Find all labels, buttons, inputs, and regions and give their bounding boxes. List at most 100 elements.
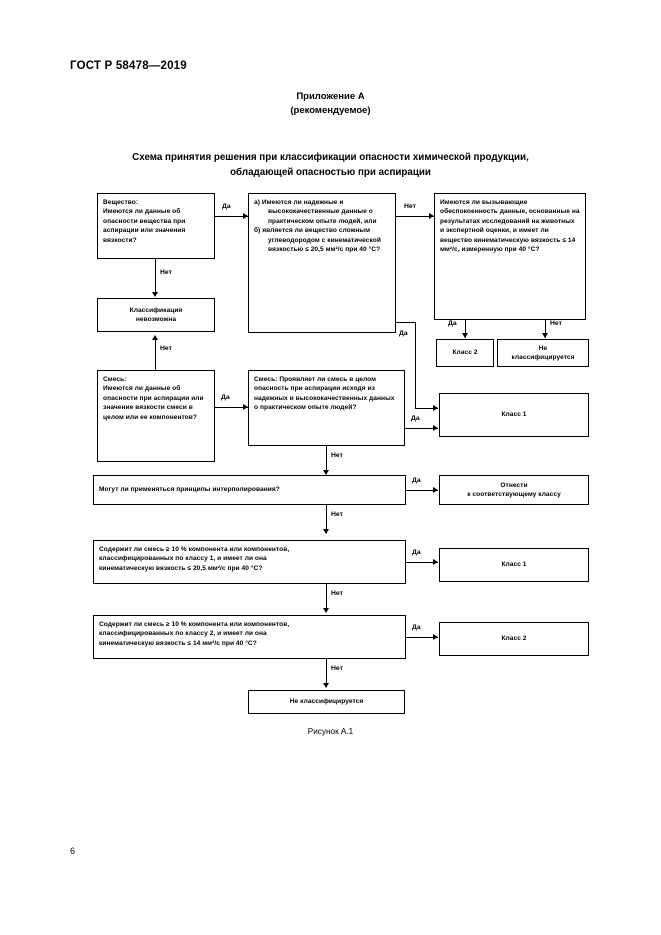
annex-heading: Приложение А (рекомендуемое) — [0, 90, 661, 118]
node-not-classified-bottom-text: Не классифицируется — [289, 698, 364, 706]
node-class-2-top-text: Класс 2 — [452, 349, 478, 357]
node-assign-to-class-line-2: к соответствующему классу — [467, 491, 561, 498]
node-mixture-data-heading: Смесь: — [103, 376, 127, 383]
edge-mixture-human-yes-arrow — [433, 424, 438, 431]
edge-reliable-yes-stub — [396, 322, 416, 324]
edge-animal-yes-line — [465, 320, 467, 338]
figure-caption: Рисунок А.1 — [307, 727, 354, 736]
node-contains-class-2-line-3: кинематическую вязкость ≤ 14 мм²/с при 4… — [99, 639, 257, 647]
edge-animal-yes-arrow — [461, 333, 468, 338]
edge-substance-no-arrow — [151, 292, 158, 297]
edge-label-mixture-human-no: Нет — [331, 452, 343, 459]
edge-mixture-yes-line — [215, 407, 248, 409]
edge-animal-no-line — [545, 320, 547, 338]
scheme-title-line-1: Схема принятия решения при классификации… — [132, 152, 529, 163]
edge-mixture-human-no-line — [326, 446, 328, 474]
edge-class2-no-line — [326, 659, 328, 687]
node-mixture-data: Смесь: Имеются ли данные об опасности пр… — [97, 370, 215, 462]
node-contains-class-1-line-3: кинематическую вязкость ≤ 20,5 мм²/с при… — [99, 564, 263, 572]
edge-label-class2-no: Нет — [331, 665, 343, 672]
standard-designation: ГОСТ Р 58478—2019 — [70, 60, 187, 72]
scheme-title: Схема принятия решения при классификации… — [80, 150, 581, 180]
edge-bridging-yes-line — [406, 490, 438, 492]
edge-label-animal-yes: Да — [448, 320, 457, 327]
edge-label-substance-yes: Да — [222, 203, 231, 210]
edge-mixture-no-arrow — [151, 335, 158, 340]
node-substance-data: Вещество: Имеются ли данные об опасности… — [97, 193, 215, 259]
annex-label: Приложение А — [296, 91, 365, 102]
node-class-1-upper-text: Класс 1 — [501, 411, 527, 419]
edge-label-mixture-up-no: Нет — [160, 345, 172, 352]
edge-label-reliable-yes: Да — [399, 330, 408, 337]
node-class-1-lower-text: Класс 1 — [501, 561, 527, 569]
edge-class2-no-arrow — [322, 683, 329, 688]
edge-class1-yes-arrow — [433, 558, 438, 565]
node-contains-class-1-line-1: Содержит ли смесь ≥ 10 % компонента или … — [99, 546, 290, 553]
node-classification-impossible-line-2: невозможна — [135, 316, 177, 323]
edge-substance-no-line — [155, 259, 157, 296]
edge-bridging-no-line — [326, 505, 328, 533]
node-contains-class-2: Содержит ли смесь ≥ 10 % компонента или … — [93, 615, 406, 659]
edge-substance-yes-line — [215, 216, 248, 218]
node-not-classified-top-line-1: Не — [538, 344, 548, 352]
edge-reliable-yes-vline — [415, 322, 417, 409]
node-reliable-option-a: а) Имеются ли надежные и высококачествен… — [254, 199, 377, 225]
node-bridging-principles-text: Могут ли применяться принципы интерполир… — [99, 486, 280, 494]
edge-label-class1-yes: Да — [412, 549, 421, 556]
edge-class1-yes-line — [406, 562, 438, 564]
edge-reliable-yes-hline — [415, 408, 438, 410]
node-substance-data-heading: Вещество: — [103, 199, 139, 206]
node-assign-to-class-line-1: Отнести — [500, 481, 528, 489]
edge-label-class1-no: Нет — [331, 590, 343, 597]
edge-reliable-no-line — [396, 216, 434, 218]
node-mixture-human-experience-text: Смесь: Проявляет ли смесь в целом опасно… — [254, 376, 395, 412]
node-substance-data-text: Имеются ли данные об опасности вещества … — [103, 208, 186, 244]
scheme-title-line-2: обладающей опасностью при аспирации — [230, 167, 431, 178]
node-class-2-top: Класс 2 — [436, 339, 494, 367]
edge-bridging-yes-arrow — [433, 486, 438, 493]
page-number: 6 — [70, 846, 76, 856]
node-contains-class-1-line-2: классифицированных по классу 1, и имеет … — [99, 555, 267, 563]
node-contains-class-1: Содержит ли смесь ≥ 10 % компонента или … — [93, 540, 406, 584]
edge-class1-no-line — [326, 584, 328, 612]
edge-label-bridging-yes: Да — [412, 477, 421, 484]
annex-kind: (рекомендуемое) — [290, 105, 371, 116]
node-reliable-option-b: б) является ли вещество сложным углеводо… — [254, 227, 381, 254]
node-classification-impossible-line-1: Классификация — [129, 306, 183, 314]
node-class-1-upper: Класс 1 — [439, 393, 589, 437]
edge-animal-no-arrow — [541, 333, 548, 338]
node-reliable-or-hydrocarbon: а) Имеются ли надежные и высококачествен… — [248, 193, 396, 333]
edge-class1-no-arrow — [322, 608, 329, 613]
edge-label-mixture-yes: Да — [221, 394, 230, 401]
edge-label-mixture-human-yes: Да — [411, 415, 420, 422]
node-class-1-lower: Класс 1 — [439, 548, 589, 582]
node-class-2-lower-text: Класс 2 — [501, 635, 527, 643]
edge-reliable-no-arrow — [429, 212, 434, 219]
edge-mixture-no-line — [155, 340, 157, 371]
edge-label-reliable-no: Нет — [404, 203, 416, 210]
node-not-classified-top: Не классифицируется — [497, 339, 589, 367]
node-mixture-data-text: Имеются ли данные об опасности при аспир… — [103, 385, 204, 421]
edge-label-substance-no: Нет — [160, 269, 172, 276]
node-class-2-lower: Класс 2 — [439, 622, 589, 656]
node-animal-studies: Имеются ли вызывающие обеспокоенность да… — [434, 193, 586, 320]
node-classification-impossible: Классификация невозможна — [97, 298, 215, 332]
node-not-classified-bottom: Не классифицируется — [248, 690, 405, 714]
node-not-classified-top-line-2: классифицируется — [511, 354, 575, 361]
edge-bridging-no-arrow — [322, 529, 329, 534]
edge-class2-yes-line — [406, 637, 438, 639]
edge-label-animal-no: Нет — [550, 320, 562, 327]
edge-mixture-yes-arrow — [243, 403, 248, 410]
edge-label-bridging-no: Нет — [331, 511, 343, 518]
node-contains-class-2-line-1: Содержит ли смесь ≥ 10 % компонента или … — [99, 621, 290, 628]
node-assign-to-class: Отнести к соответствующему классу — [439, 475, 589, 505]
node-mixture-human-experience: Смесь: Проявляет ли смесь в целом опасно… — [248, 370, 405, 446]
node-animal-studies-text: Имеются ли вызывающие обеспокоенность да… — [440, 199, 580, 254]
edge-class2-yes-arrow — [433, 633, 438, 640]
node-bridging-principles: Могут ли применяться принципы интерполир… — [93, 475, 406, 505]
edge-mixture-human-no-arrow — [322, 470, 329, 475]
decision-flowchart: Вещество: Имеются ли данные об опасности… — [93, 193, 589, 714]
node-contains-class-2-line-2: классифицированных по классу 2, и имеет … — [99, 630, 267, 638]
edge-mixture-human-yes-line — [405, 428, 438, 430]
